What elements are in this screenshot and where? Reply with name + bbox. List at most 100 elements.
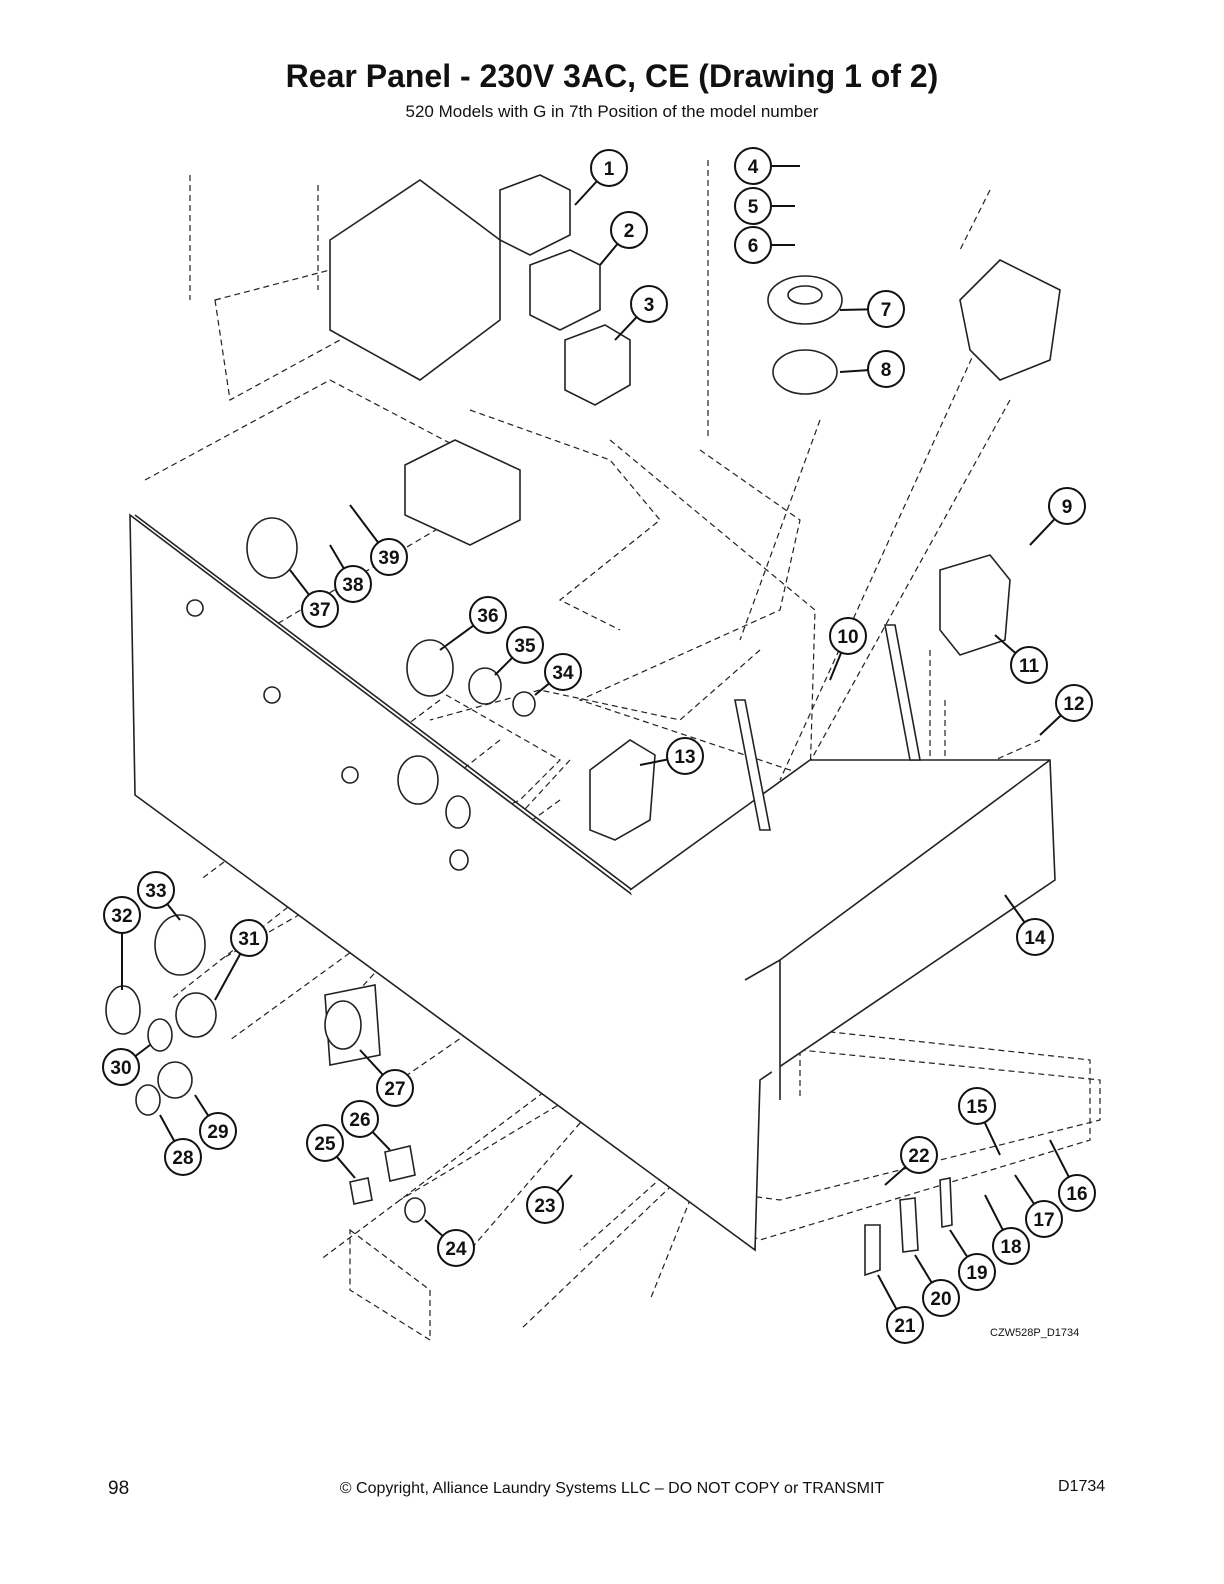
- callout-leader: [1049, 1139, 1070, 1178]
- callout-33: 33: [137, 871, 181, 921]
- callout-9: 9: [1029, 487, 1086, 546]
- callout-16: 16: [1049, 1139, 1096, 1212]
- callout-39: 39: [349, 504, 408, 576]
- callout-leader: [599, 243, 619, 266]
- callout-circle: [1055, 684, 1093, 722]
- callout-circle: [199, 1112, 237, 1150]
- callout-leader: [289, 569, 310, 596]
- callout-leader: [134, 1044, 151, 1057]
- callout-leader: [359, 1049, 384, 1076]
- callout-7: 7: [839, 290, 905, 328]
- callout-circle: [610, 211, 648, 249]
- callout-number: 2: [624, 221, 635, 242]
- callout-circle: [102, 1048, 140, 1086]
- callout-31: 31: [214, 919, 268, 1001]
- callout-leader: [994, 634, 1017, 654]
- callout-circle: [666, 737, 704, 775]
- callout-circle: [630, 285, 668, 323]
- callout-number: 28: [172, 1148, 193, 1169]
- callout-number: 31: [238, 929, 260, 950]
- callout-circle: [301, 590, 339, 628]
- callout-circle: [341, 1100, 379, 1138]
- callout-number: 4: [748, 157, 759, 178]
- callout-3: 3: [614, 285, 668, 341]
- callout-circle: [1016, 918, 1054, 956]
- callout-number: 17: [1033, 1210, 1054, 1231]
- callout-circle: [992, 1227, 1030, 1265]
- callout-leader: [335, 1156, 356, 1179]
- callout-leader: [839, 308, 869, 311]
- callout-leader: [1004, 894, 1026, 923]
- callout-20: 20: [914, 1254, 960, 1317]
- callout-number: 27: [384, 1079, 405, 1100]
- callout-22: 22: [884, 1136, 938, 1186]
- callout-number: 5: [748, 197, 759, 218]
- callout-number: 38: [342, 575, 363, 596]
- callout-leader: [984, 1194, 1004, 1231]
- callout-leader: [639, 758, 668, 766]
- callout-number: 24: [445, 1239, 467, 1260]
- callout-28: 28: [159, 1114, 202, 1176]
- callout-leader: [329, 544, 345, 570]
- callout-leader: [534, 682, 550, 696]
- callout-leader: [614, 316, 638, 341]
- callout-number: 33: [145, 881, 166, 902]
- callout-circle: [437, 1229, 475, 1267]
- callout-number: 6: [748, 236, 759, 257]
- callout-29: 29: [194, 1094, 237, 1150]
- callout-circle: [829, 617, 867, 655]
- callout-17: 17: [1014, 1174, 1063, 1238]
- callout-circle: [506, 626, 544, 664]
- callout-18: 18: [984, 1194, 1030, 1265]
- callout-leader: [214, 953, 242, 1001]
- callout-number: 16: [1066, 1184, 1087, 1205]
- callout-circle: [958, 1087, 996, 1125]
- callout-number: 9: [1062, 497, 1073, 518]
- callout-circle: [1048, 487, 1086, 525]
- callout-leader: [949, 1229, 969, 1258]
- callout-leader: [439, 624, 475, 651]
- callout-number: 29: [207, 1122, 228, 1143]
- callout-number: 22: [908, 1146, 929, 1167]
- callout-number: 15: [966, 1097, 988, 1118]
- callout-circle: [103, 896, 141, 934]
- callout-circle: [306, 1124, 344, 1162]
- callout-number: 20: [930, 1289, 951, 1310]
- callout-circle: [958, 1253, 996, 1291]
- callout-27: 27: [359, 1049, 414, 1107]
- callout-23: 23: [526, 1174, 573, 1224]
- callout-circle: [544, 653, 582, 691]
- callout-circle: [469, 596, 507, 634]
- callout-circle: [1010, 646, 1048, 684]
- callout-circle: [230, 919, 268, 957]
- callout-circle: [1025, 1200, 1063, 1238]
- callout-number: 10: [837, 627, 858, 648]
- copyright-notice: © Copyright, Alliance Laundry Systems LL…: [339, 1480, 885, 1497]
- callout-number: 19: [966, 1263, 987, 1284]
- callout-14: 14: [1004, 894, 1054, 956]
- callout-leader: [494, 657, 513, 676]
- callout-number: 11: [1019, 656, 1040, 677]
- callout-leader: [166, 903, 181, 921]
- callout-35: 35: [494, 626, 544, 676]
- callout-number: 14: [1024, 928, 1046, 949]
- callout-leader: [371, 1131, 391, 1151]
- callout-37: 37: [289, 569, 339, 628]
- callout-circle: [590, 149, 628, 187]
- callout-number: 23: [534, 1196, 555, 1217]
- callout-11: 11: [994, 634, 1048, 684]
- callout-circle: [867, 350, 905, 388]
- callout-leader: [1029, 518, 1056, 546]
- callout-circle: [922, 1279, 960, 1317]
- callout-circle: [867, 290, 905, 328]
- callout-number: 8: [881, 360, 892, 381]
- callout-leader: [556, 1174, 573, 1193]
- page-number: 98: [108, 1478, 130, 1499]
- callout-number: 30: [110, 1058, 131, 1079]
- callout-2: 2: [599, 211, 648, 266]
- callout-circle: [1058, 1174, 1096, 1212]
- callout-leader: [839, 369, 869, 373]
- callout-13: 13: [639, 737, 704, 775]
- callout-19: 19: [949, 1229, 996, 1291]
